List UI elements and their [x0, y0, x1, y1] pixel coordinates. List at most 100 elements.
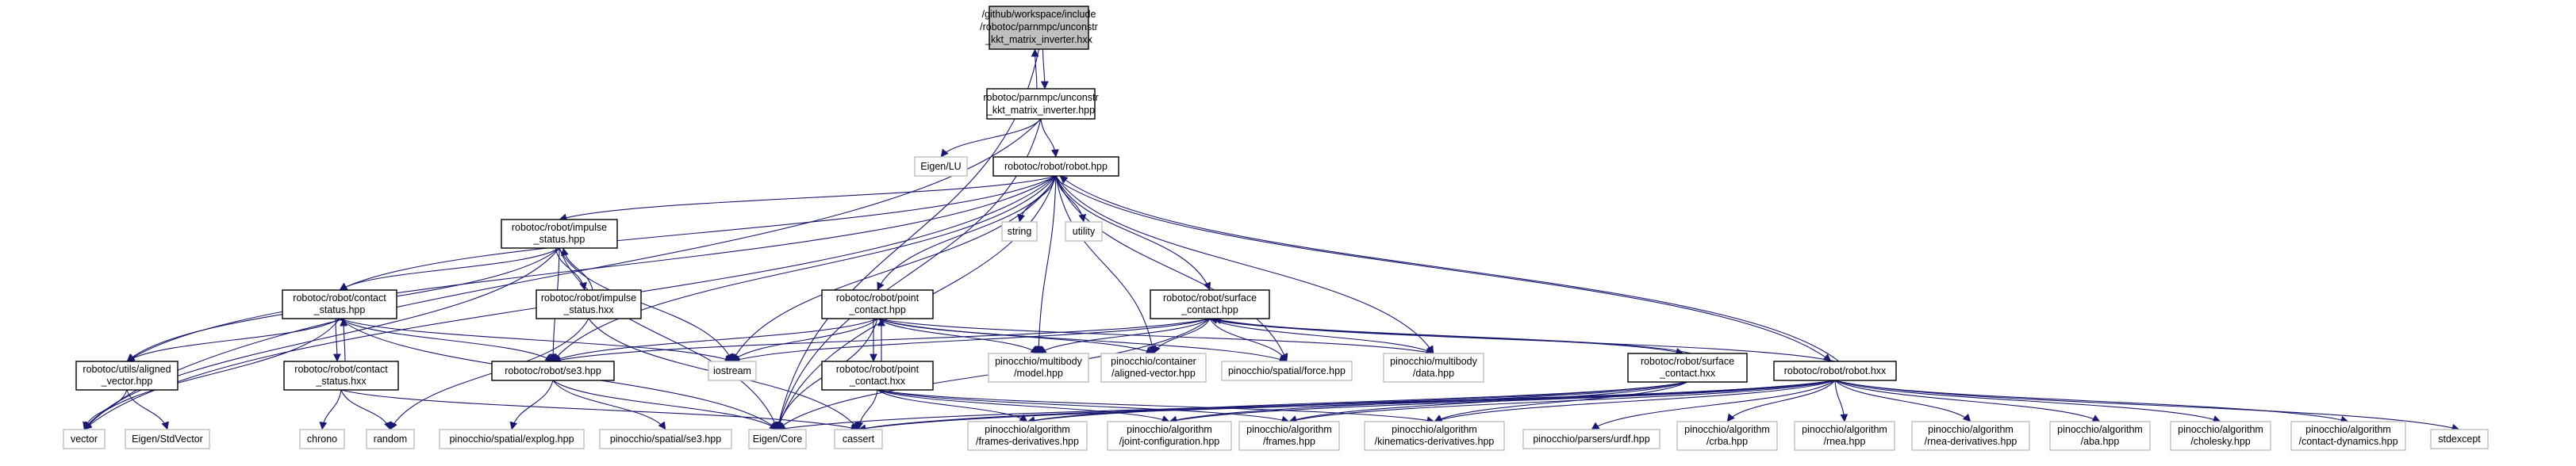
node-pinocchio-frames-derivatives: pinocchio/algorithm /frames-derivatives.… — [967, 421, 1088, 451]
node-robot-hxx[interactable]: robotoc/robot/robot.hxx — [1773, 361, 1897, 381]
edge-hpp-to-hxx_main — [1031, 48, 1039, 90]
edge-aligned-to-stdvector — [126, 389, 169, 430]
edge-impulse_hpp-to-vector — [83, 247, 560, 430]
svg-text:pinocchio/algorithm: pinocchio/algorithm — [1392, 424, 1477, 435]
node-utils-aligned-vector-hpp[interactable]: robotoc/utils/aligned _vector.hpp — [75, 361, 179, 391]
edge-robot_hpp-to-utility — [1055, 175, 1087, 223]
svg-text:pinocchio/algorithm: pinocchio/algorithm — [2178, 424, 2263, 435]
edge-impulse_hpp-to-contact_hpp — [339, 247, 560, 291]
node-unconstr-kkt-matrix-inverter-hxx[interactable]: /github/workspace/include /robotoc/parnm… — [980, 6, 1098, 50]
edge-impulse_hpp-to-eigen_core — [559, 247, 779, 430]
svg-text:/kinematics-derivatives.hpp: /kinematics-derivatives.hpp — [1375, 436, 1495, 447]
node-point-contact-hxx[interactable]: robotoc/robot/point _contact.hxx — [821, 361, 934, 391]
edge-surface_hpp-to-data — [1209, 318, 1434, 354]
edge-surface_hpp-to-aligned_vec — [1153, 318, 1211, 354]
edge-robot_hxx-to-rnea_deriv — [1834, 380, 1971, 422]
node-impulse-status-hxx[interactable]: robotoc/robot/impulse _status.hxx — [536, 289, 642, 319]
svg-text:/robotoc/parnmpc/unconstr: /robotoc/parnmpc/unconstr — [980, 21, 1098, 32]
node-eigen-core: Eigen/Core — [748, 429, 807, 449]
edge-surface_hpp-to-force — [1209, 318, 1288, 362]
edge-surface_hpp-to-se3 — [552, 318, 1211, 364]
node-pinocchio-multibody-model: pinocchio/multibody /model.hpp — [988, 353, 1089, 383]
node-pinocchio-parsers-urdf: pinocchio/parsers/urdf.hpp — [1522, 429, 1660, 449]
node-pinocchio-aba: pinocchio/algorithm /aba.hpp — [2049, 421, 2151, 451]
edge-robot_hpp-to-point_hpp — [877, 175, 1057, 291]
edge-hxx_main-to-hpp — [1040, 48, 1049, 90]
svg-text:_contact.hpp: _contact.hpp — [1181, 304, 1238, 315]
node-pinocchio-frames: pinocchio/algorithm /frames.hpp — [1238, 421, 1340, 451]
svg-text:chrono: chrono — [307, 434, 337, 445]
edge-robot_hxx-to-rnea — [1834, 380, 1849, 422]
svg-text:/rnea-derivatives.hpp: /rnea-derivatives.hpp — [1925, 436, 2017, 447]
svg-text:/aba.hpp: /aba.hpp — [2081, 436, 2120, 447]
svg-text:_status.hxx: _status.hxx — [315, 376, 367, 387]
edge-contact_hxx-to-random — [340, 389, 392, 430]
node-pinocchio-spatial-se3: pinocchio/spatial/se3.hpp — [599, 429, 732, 449]
node-contact-status-hxx[interactable]: robotoc/robot/contact _status.hxx — [283, 361, 399, 391]
edge-surface_hxx-to-frames_deriv — [1027, 381, 1688, 425]
svg-text:vector: vector — [71, 434, 98, 445]
edge-robot_hxx-to-robot_hpp — [1059, 175, 1840, 362]
edge-surface_hpp-to-iostream — [731, 318, 1211, 364]
edge-impulse_hpp-to-iostream — [559, 247, 733, 362]
edge-point_hpp-to-model — [877, 318, 1039, 354]
edge-point_hpp-to-se3 — [552, 318, 878, 362]
edge-robot_hpp-to-model — [1035, 175, 1057, 354]
svg-text:string: string — [1008, 226, 1032, 237]
svg-text:robotoc/utils/aligned: robotoc/utils/aligned — [83, 364, 171, 375]
svg-text:stdexcept: stdexcept — [2438, 434, 2481, 445]
node-pinocchio-rnea-derivatives: pinocchio/algorithm /rnea-derivatives.hp… — [1911, 421, 2030, 451]
edge-robot_hpp-to-robot_hxx — [1051, 175, 1832, 362]
node-se3-hpp[interactable]: robotoc/robot/se3.hpp — [491, 361, 615, 381]
svg-text:_status.hpp: _status.hpp — [533, 234, 585, 245]
node-robot-hpp[interactable]: robotoc/robot/robot.hpp — [992, 156, 1119, 177]
svg-text:pinocchio/parsers/urdf.hpp: pinocchio/parsers/urdf.hpp — [1533, 434, 1649, 445]
edge-point_hxx-to-frames — [877, 389, 1290, 424]
edge-robot_hpp-to-force — [1055, 175, 1288, 362]
edge-surface_hxx-to-kin_deriv — [1434, 381, 1688, 422]
node-string: string — [1001, 221, 1038, 242]
node-impulse-status-hpp[interactable]: robotoc/robot/impulse _status.hpp — [501, 219, 618, 249]
svg-text:/crba.hpp: /crba.hpp — [1706, 436, 1748, 447]
svg-text:pinocchio/multibody: pinocchio/multibody — [995, 356, 1083, 367]
edge-surface_hxx-to-surface_hpp — [1213, 316, 1692, 354]
edge-robot_hpp-to-data — [1055, 175, 1434, 354]
node-surface-contact-hpp[interactable]: robotoc/robot/surface _contact.hpp — [1150, 289, 1270, 319]
node-contact-status-hpp[interactable]: robotoc/robot/contact _status.hpp — [282, 289, 397, 319]
node-surface-contact-hxx[interactable]: robotoc/robot/surface _contact.hxx — [1627, 353, 1748, 383]
node-utility: utility — [1065, 221, 1103, 242]
svg-text:robotoc/robot/robot.hxx: robotoc/robot/robot.hxx — [1784, 365, 1887, 376]
svg-text:iostream: iostream — [713, 365, 751, 376]
edge-contact_hpp-to-contact_hxx — [332, 318, 341, 362]
node-vector: vector — [63, 429, 106, 449]
edge-robot_hxx-to-joint_conf — [1169, 380, 1836, 424]
node-unconstr-kkt-matrix-inverter-hpp[interactable]: robotoc/parnmpc/unconstr _kkt_matrix_inv… — [983, 88, 1099, 120]
svg-text:robotoc/robot/point: robotoc/robot/point — [836, 364, 919, 375]
svg-text:/rnea.hpp: /rnea.hpp — [1824, 436, 1866, 447]
node-eigen-stdvector: Eigen/StdVector — [125, 429, 210, 449]
edge-se3-to-se3p — [552, 380, 666, 430]
edge-contact_hxx-to-chrono — [319, 389, 342, 430]
svg-text:/github/workspace/include: /github/workspace/include — [982, 9, 1096, 20]
node-stdexcept: stdexcept — [2430, 429, 2489, 449]
edge-robot_hpp-to-impulse_hpp — [559, 175, 1057, 222]
edge-aligned-to-vector — [83, 389, 128, 430]
edge-contact_hxx-to-cassert — [340, 389, 859, 432]
edge-contact_hpp-to-se3 — [339, 318, 554, 362]
svg-text:pinocchio/spatial/se3.hpp: pinocchio/spatial/se3.hpp — [610, 434, 721, 445]
svg-text:_kkt_matrix_inverter.hxx: _kkt_matrix_inverter.hxx — [985, 34, 1093, 45]
node-point-contact-hpp[interactable]: robotoc/robot/point _contact.hpp — [821, 289, 934, 319]
edge-robot_hpp-to-aligned — [126, 175, 1057, 362]
svg-text:_contact.hpp: _contact.hpp — [848, 304, 906, 315]
svg-text:robotoc/robot/robot.hpp: robotoc/robot/robot.hpp — [1004, 161, 1108, 172]
svg-text:pinocchio/algorithm: pinocchio/algorithm — [985, 424, 1070, 435]
dependency-edges — [83, 48, 2460, 433]
edge-contact_hpp-to-aligned — [126, 318, 340, 362]
svg-text:/joint-configuration.hpp: /joint-configuration.hpp — [1119, 436, 1220, 447]
node-pinocchio-joint-configuration: pinocchio/algorithm /joint-configuration… — [1107, 421, 1232, 451]
svg-text:robotoc/robot/surface: robotoc/robot/surface — [1641, 356, 1734, 367]
edge-contact_hpp-to-iostream — [339, 318, 733, 363]
node-eigen-lu: Eigen/LU — [914, 156, 968, 177]
edge-hpp-to-robot_hpp — [1040, 118, 1059, 158]
